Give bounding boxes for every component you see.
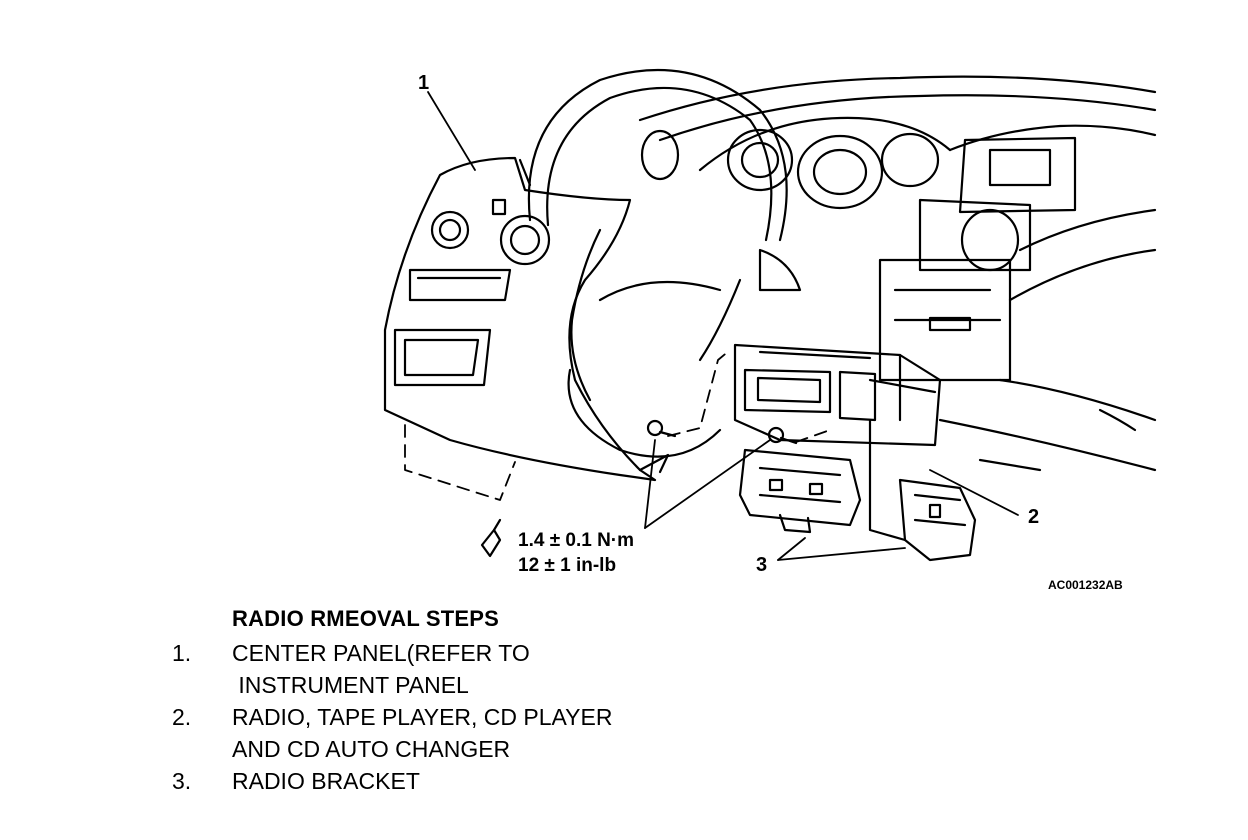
step-2-text-cont: AND CD AUTO CHANGER xyxy=(232,736,511,762)
torque-metric: 1.4 ± 0.1 N·m xyxy=(518,530,635,551)
center-panel xyxy=(383,156,670,482)
step-3-text: RADIO BRACKET xyxy=(232,768,420,794)
torque-imperial: 12 ± 1 in-lb xyxy=(518,555,617,576)
step-2-number: 2. xyxy=(172,704,192,730)
dashboard-exploded-illustration xyxy=(383,68,1157,562)
callout-1: 1 xyxy=(418,72,430,94)
figure-id: AC001232AB xyxy=(1048,578,1123,592)
leader-lines xyxy=(427,91,1019,561)
steps-title: RADIO RMEOVAL STEPS xyxy=(232,606,500,631)
callout-3: 3 xyxy=(756,554,768,576)
dashboard-outline xyxy=(638,75,1157,472)
step-1-text-cont: INSTRUMENT PANEL xyxy=(232,672,469,698)
step-3-number: 3. xyxy=(172,768,192,794)
step-1-number: 1. xyxy=(172,640,192,666)
assembly-lines xyxy=(404,329,881,501)
radio-unit xyxy=(733,343,942,447)
torque-spec: 1.4 ± 0.1 N·m 12 ± 1 in-lb xyxy=(518,528,634,578)
radio-brackets xyxy=(738,418,977,562)
steering-wheel xyxy=(527,68,802,458)
dash-opening xyxy=(878,136,1077,382)
gauge-cluster xyxy=(640,128,940,210)
step-2-text: RADIO, TAPE PLAYER, CD PLAYER xyxy=(232,704,613,730)
callout-2: 2 xyxy=(1028,506,1040,528)
step-1-text: CENTER PANEL(REFER TO xyxy=(232,640,530,666)
